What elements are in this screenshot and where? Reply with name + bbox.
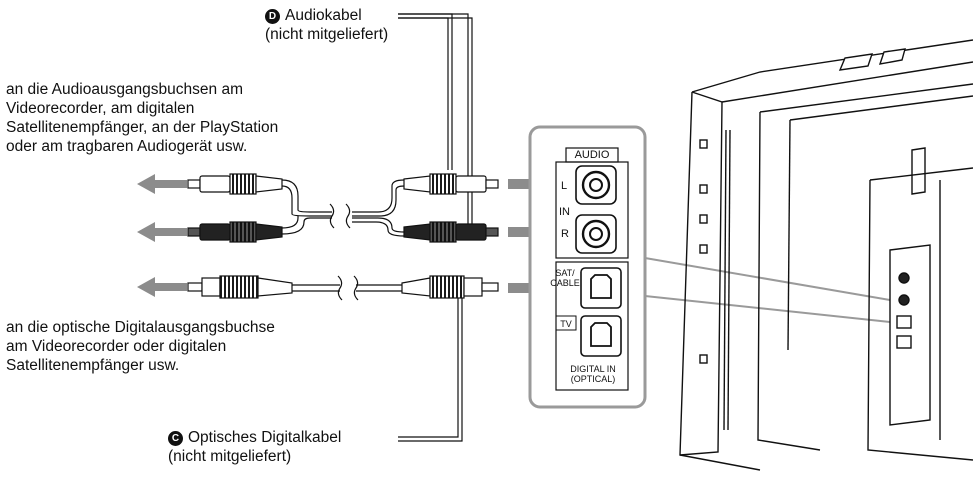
panel-label-l: L: [561, 180, 568, 192]
rca-plug-left-middle: [187, 221, 283, 243]
panel-label-sat-cable: SAT/ CABLE: [548, 268, 582, 288]
panel-label-tv: TV: [560, 319, 572, 329]
arrow-left-top: [137, 174, 187, 194]
cable-label: CABLE: [550, 278, 580, 288]
audio-source-line-3: Satellitenempfänger, an der PlayStation: [6, 119, 279, 136]
badge-d: D: [265, 9, 280, 24]
optical-plug-left: [187, 275, 293, 299]
optical-cable-wire: [292, 275, 402, 301]
label-cable-c: C Optisches Digitalkabel (nicht mitgelief…: [168, 428, 341, 466]
zoom-lines: [644, 257, 891, 323]
audio-cable-wires: [281, 179, 405, 237]
audio-source-line-2: Videorecorder, am digitalen: [6, 100, 195, 117]
rca-plug-left-top: [187, 173, 283, 195]
digital-in-label: DIGITAL IN: [570, 364, 616, 374]
optical-plug-right: [401, 275, 499, 299]
device-rear: [679, 39, 973, 471]
cable-d-name: Audiokabel: [285, 7, 362, 24]
cable-c-name: Optisches Digitalkabel: [188, 429, 342, 446]
connector-panel: [528, 125, 647, 409]
arrow-left-middle: [137, 222, 187, 242]
audio-source-line-4: oder am tragbaren Audiogerät usw.: [6, 138, 248, 155]
optical-source-line-2: am Videorecorder oder digitalen: [6, 338, 227, 355]
optical-source-line-1: an die optische Digitalausgangsbuchse: [6, 319, 275, 336]
arrow-left-optical: [137, 277, 187, 297]
panel-label-in: IN: [559, 206, 570, 218]
badge-c: C: [168, 431, 183, 446]
audio-source-description: an die Audioausgangsbuchsen am Videoreco…: [6, 80, 278, 156]
arrows-left: [137, 174, 187, 297]
sat-label: SAT/: [555, 268, 575, 278]
rca-plug-right-middle: [403, 221, 499, 243]
optical-jack-tv: [580, 315, 622, 357]
panel-audio-header: AUDIO: [574, 149, 610, 161]
optical-jack-sat: [580, 267, 622, 309]
optical-source-line-3: Satellitenempfänger usw.: [6, 357, 180, 374]
cable-c-note: (nicht mitgeliefert): [168, 448, 292, 465]
rca-plug-right-top: [403, 173, 499, 195]
optical-source-description: an die optische Digitalausgangsbuchse am…: [6, 318, 275, 375]
audio-source-line-1: an die Audioausgangsbuchsen am: [6, 81, 243, 98]
panel-label-r: R: [561, 228, 569, 240]
callout-lines-audio: [398, 13, 473, 232]
label-cable-d: D Audiokabel (nicht mitgeliefert): [265, 6, 388, 44]
callout-line-optical: [398, 290, 463, 442]
optical-label: (OPTICAL): [570, 374, 616, 384]
cable-d-note: (nicht mitgeliefert): [265, 26, 389, 43]
panel-label-digital-in: DIGITAL IN (OPTICAL): [560, 364, 626, 384]
